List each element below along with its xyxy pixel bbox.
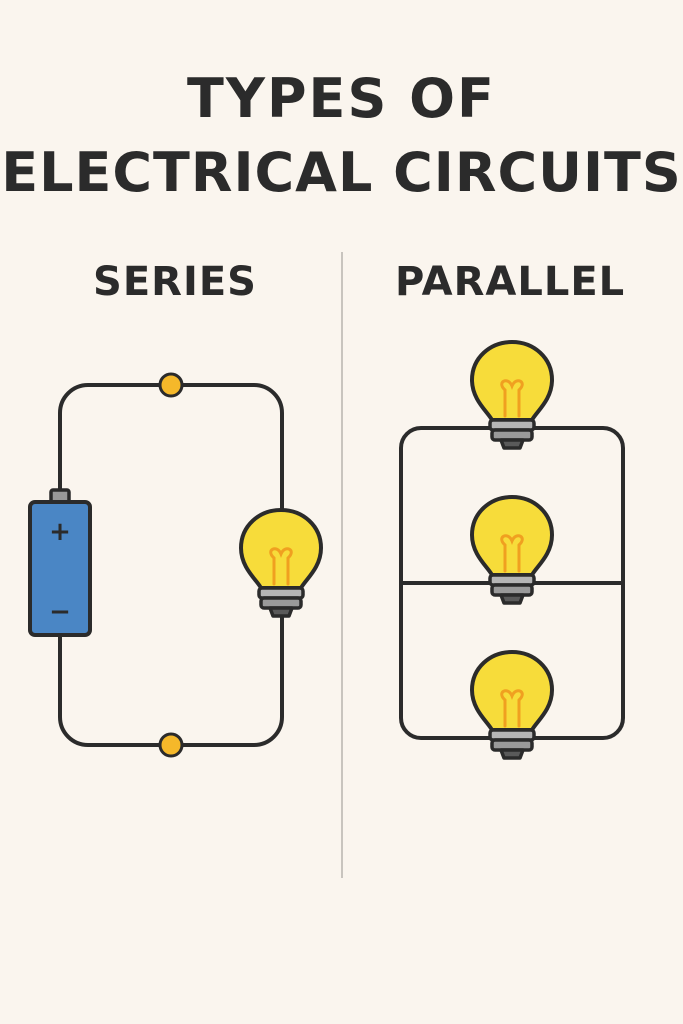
junction-dot-bottom xyxy=(158,732,184,758)
center-divider xyxy=(341,252,343,878)
parallel-bulb-bottom-icon xyxy=(470,650,554,760)
series-label: SERIES xyxy=(93,259,257,305)
battery-plus-symbol: + xyxy=(49,517,71,547)
title-line-1: TYPES OF xyxy=(187,67,496,130)
parallel-bulb-middle-icon xyxy=(470,495,554,605)
title-line-2: ELECTRICAL CIRCUITS xyxy=(1,141,682,204)
parallel-label: PARALLEL xyxy=(395,259,626,305)
parallel-circuit xyxy=(399,340,625,760)
series-bulb-icon xyxy=(239,508,323,618)
battery: + − xyxy=(28,488,92,637)
battery-body xyxy=(28,500,92,637)
battery-minus-symbol: − xyxy=(49,597,71,627)
series-circuit: + − xyxy=(28,372,323,758)
junction-dot-top xyxy=(158,372,184,398)
parallel-bulb-top-icon xyxy=(470,340,554,450)
page-title: TYPES OF ELECTRICAL CIRCUITS xyxy=(0,72,683,200)
